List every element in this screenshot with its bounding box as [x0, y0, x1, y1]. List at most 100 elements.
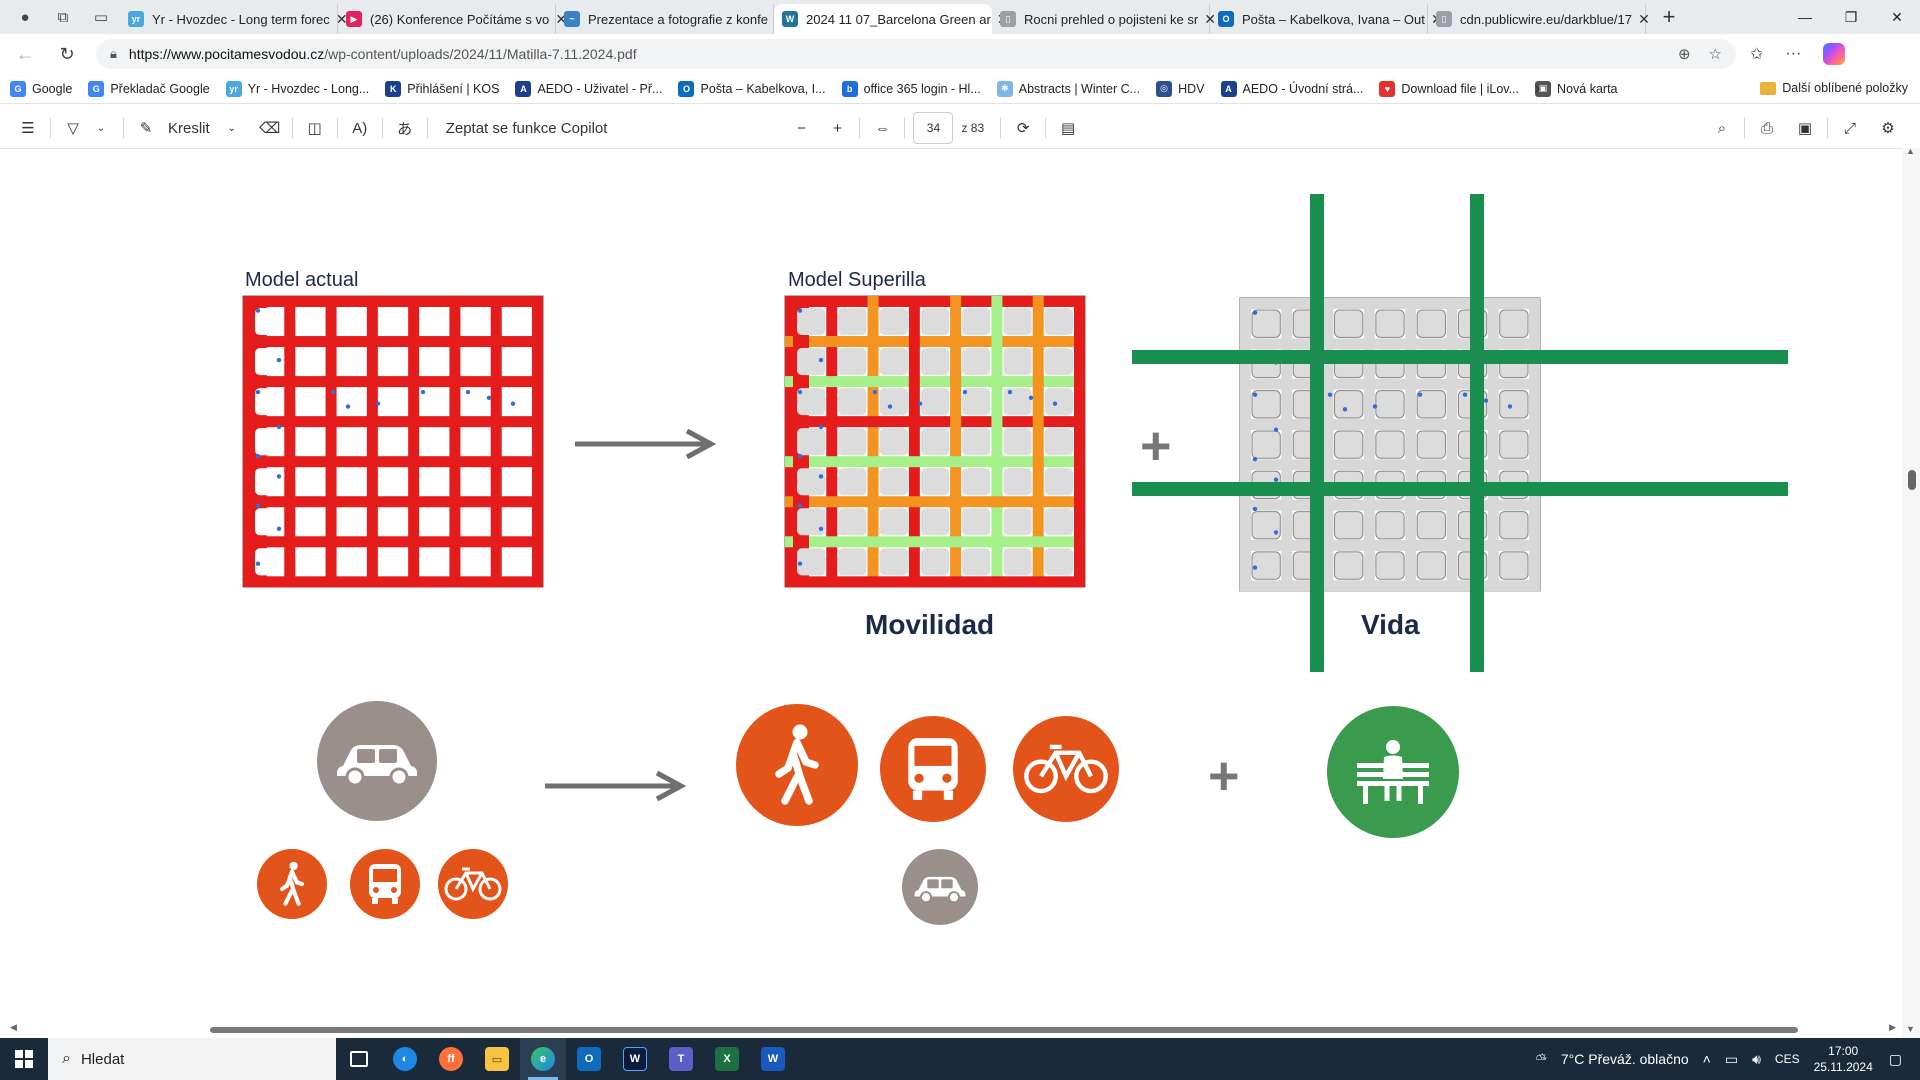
view-pages-icon[interactable]: ◫ [307, 120, 322, 137]
scroll-right-icon[interactable]: ▶ [1889, 1022, 1896, 1032]
copilot-icon[interactable] [1823, 43, 1846, 65]
street-horizontal [243, 416, 543, 428]
fullscreen-icon[interactable]: ⤢ [1843, 119, 1856, 137]
scroll-up-icon[interactable]: ▲ [1906, 146, 1915, 156]
favorite-link[interactable]: ▣Nová karta [1535, 80, 1618, 97]
horizontal-scrollbar[interactable]: ◀ ▶ [0, 1020, 1902, 1038]
weather-icon[interactable]: ⛅︎ [1535, 1050, 1547, 1067]
restore-button[interactable]: ❐ [1844, 8, 1858, 25]
scroll-down-icon[interactable]: ▼ [1906, 1024, 1915, 1034]
volume-icon[interactable]: 🔊︎ [1752, 1050, 1761, 1067]
language-indicator[interactable]: CES [1774, 1052, 1800, 1066]
taskbar-app-explorer[interactable]: ▭ [474, 1038, 520, 1080]
settings-icon[interactable]: ⚙ [1881, 120, 1895, 137]
more-menu-icon[interactable]: ··· [1785, 45, 1802, 62]
rotate-icon[interactable]: ⟳ [1016, 120, 1030, 137]
favorite-link[interactable]: ◎HDV [1156, 80, 1205, 97]
draw-dropdown-chevron-icon[interactable]: ⌄ [227, 122, 236, 134]
tray-chevron-icon[interactable]: ˄ [1702, 1051, 1711, 1067]
taskbar-app-edge[interactable]: e [520, 1038, 566, 1080]
profile-icon[interactable]: ● [20, 8, 30, 26]
browser-tab[interactable]: ▶(26) Konference Počítáme s vo✕ [338, 4, 567, 34]
taskbar-app-word[interactable]: W [750, 1038, 796, 1080]
taskbar-app-webex[interactable]: W [612, 1038, 658, 1080]
tab-close-icon[interactable]: ✕ [1638, 10, 1650, 27]
weather-text[interactable]: 7°C Převáž. oblačno [1560, 1051, 1689, 1067]
lock-icon[interactable]: 🔒︎ [110, 46, 117, 61]
tab-close-icon[interactable]: ✕ [1204, 10, 1217, 27]
horizontal-scroll-thumb[interactable] [210, 1027, 1798, 1033]
minimize-button[interactable]: — [1798, 9, 1812, 25]
tab-close-icon[interactable]: ✕ [555, 10, 568, 27]
notifications-icon[interactable]: ▢ [1888, 1050, 1902, 1067]
scroll-left-icon[interactable]: ◀ [10, 1022, 17, 1032]
favorite-link[interactable]: ♥Download file | iLov... [1379, 80, 1519, 97]
url-text[interactable]: https://www.pocitamesvodou.cz/wp-content… [128, 46, 637, 62]
highlight-dropdown-chevron-icon[interactable]: ⌄ [96, 122, 106, 134]
close-window-button[interactable]: ✕ [1891, 8, 1903, 25]
zoom-in-button[interactable]: + [833, 119, 842, 137]
draw-icon[interactable]: ✎ [139, 120, 153, 137]
taskbar-app-firefox[interactable]: ff [428, 1038, 474, 1080]
refresh-button[interactable]: ↻ [59, 43, 75, 64]
draw-button[interactable]: Kreslit [168, 119, 210, 137]
taskbar-search[interactable]: ⌕ Hledat [48, 1038, 336, 1080]
save-icon[interactable]: ▣ [1797, 120, 1813, 137]
city-block [420, 508, 449, 536]
address-bar[interactable]: 🔒︎ https://www.pocitamesvodou.cz/wp-cont… [96, 39, 1736, 69]
zoom-out-button[interactable]: − [797, 119, 806, 137]
page-view-icon[interactable]: ▤ [1061, 120, 1076, 137]
taskbar-app-copilot[interactable]: ◐ [382, 1038, 428, 1080]
bus-stop-dot [1273, 427, 1279, 433]
tab-actions-icon[interactable]: ▭ [93, 9, 109, 26]
favorite-star-icon[interactable]: ☆ [1708, 46, 1722, 63]
eraser-icon[interactable]: ⌫ [259, 120, 281, 137]
browser-tab[interactable]: ▯Rocni prehled o pojisteni ke sr✕ [992, 4, 1216, 34]
city-block [838, 308, 867, 336]
clock[interactable]: 17:00 25.11.2024 [1813, 1044, 1873, 1074]
highlight-icon[interactable]: ▽ [67, 120, 79, 137]
taskbar-app-excel[interactable]: X [704, 1038, 750, 1080]
vertical-scrollbar[interactable]: ▲ ▼ [1902, 146, 1920, 1038]
bus-stop-dot [797, 308, 803, 313]
pdf-viewer[interactable]: Model actual Model Superilla + Movilidad… [0, 148, 1920, 1038]
translate-icon[interactable]: あ [397, 120, 413, 138]
bus-stop-dot [1417, 392, 1423, 397]
page-number-input[interactable]: 34 [913, 112, 954, 144]
print-icon[interactable]: ⎙ [1760, 119, 1773, 137]
favorites-overflow-chevron-icon[interactable]: › [1534, 80, 1540, 97]
favorites-icon[interactable]: ✩ [1750, 46, 1764, 63]
street-horizontal [1240, 580, 1540, 592]
favorite-link[interactable]: ✱Abstracts | Winter C... [996, 80, 1140, 97]
vertical-scroll-thumb[interactable] [1908, 470, 1916, 490]
other-favorites-folder[interactable]: Další oblíbené položky [1760, 81, 1908, 95]
back-button[interactable]: ← [16, 43, 34, 64]
taskbar-app-outlook[interactable]: O [566, 1038, 612, 1080]
tab-close-icon[interactable]: ✕ [335, 10, 348, 27]
fit-width-icon[interactable]: ⇔ [874, 119, 890, 137]
search-icon[interactable]: ⌕ [1717, 119, 1727, 137]
taskbar-app-teams[interactable]: T [658, 1038, 704, 1080]
browser-tab[interactable]: ▯cdn.publicwire.eu/darkblue/17✕ [1428, 4, 1650, 34]
network-icon[interactable]: ▭ [1724, 1050, 1739, 1067]
copilot-ask-button[interactable]: Zeptat se funkce Copilot [445, 119, 608, 137]
start-button[interactable] [0, 1038, 48, 1080]
read-aloud-icon[interactable]: A) [352, 119, 368, 137]
workspaces-icon[interactable]: ⧉ [57, 8, 69, 26]
browser-tab[interactable]: ~Prezentace a fotografie z konfe✕ [556, 4, 786, 34]
new-tab-button[interactable]: + [1662, 4, 1676, 29]
zoom-icon[interactable]: ⊕ [1677, 46, 1691, 63]
contents-list-icon[interactable]: ☰ [21, 120, 35, 137]
task-view-button[interactable] [336, 1038, 382, 1080]
